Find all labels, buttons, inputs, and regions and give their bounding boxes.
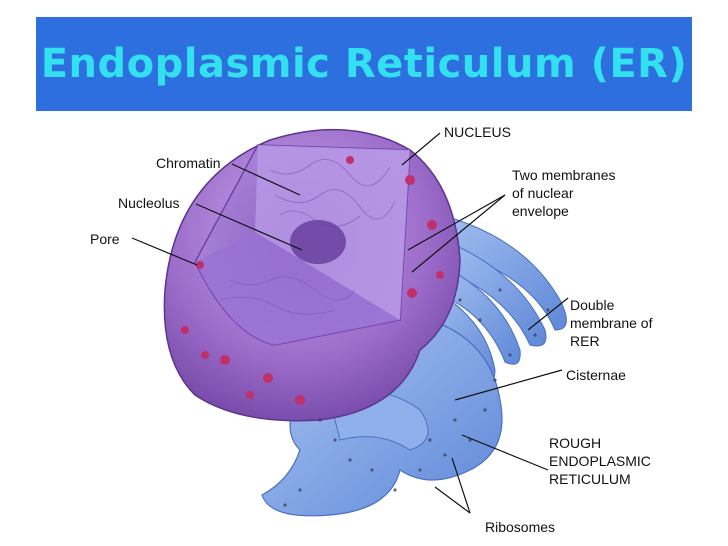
leader-double-membrane (527, 297, 569, 331)
chromatin-strands (219, 158, 396, 315)
pore-8 (436, 271, 444, 279)
pore-3 (263, 373, 273, 383)
leader-chromatin (231, 163, 301, 196)
label-cisternae: Cisternae (566, 367, 626, 383)
pore-1 (196, 261, 204, 269)
label-double-membrane: Double membrane of RER (570, 297, 653, 349)
leader-nucleus (401, 132, 441, 166)
leader-rough-er (461, 434, 549, 471)
pore-11 (246, 391, 254, 399)
leader-membranes-b (411, 194, 506, 273)
leader-cisternae (454, 369, 563, 401)
slide-title: Endoplasmic Reticulum (ER) (40, 41, 688, 87)
cut-plane-horizontal (195, 232, 400, 345)
nucleolus (290, 220, 346, 264)
label-ribosomes: Ribosomes (485, 519, 556, 535)
pore-5 (181, 326, 189, 334)
pore-4 (295, 395, 305, 405)
label-rough-er: ROUGH ENDOPLASMIC RETICULUM (549, 435, 651, 487)
leader-nucleolus (195, 203, 303, 251)
ribosome-dots (283, 288, 550, 507)
pore-7 (427, 220, 437, 230)
label-nucleus: NUCLEUS (444, 124, 511, 140)
pore-12 (346, 156, 354, 164)
leader-ribosomes-a (434, 486, 471, 514)
leader-ribosomes-b (451, 457, 471, 514)
label-chromatin: Chromatin (156, 155, 221, 171)
label-nucleolus: Nucleolus (118, 195, 180, 211)
leader-pore (131, 237, 198, 266)
title-banner: Endoplasmic Reticulum (ER) (36, 17, 692, 111)
pore-6 (405, 175, 415, 185)
pore-9 (407, 288, 417, 298)
leader-membranes-a (407, 194, 506, 251)
pore-10 (201, 351, 209, 359)
leader-lines (131, 132, 569, 514)
label-pore: Pore (90, 231, 120, 247)
pore-2 (220, 355, 230, 365)
label-two-membranes: Two membranes of nuclear envelope (512, 167, 616, 219)
nuclear-pores (181, 156, 444, 405)
